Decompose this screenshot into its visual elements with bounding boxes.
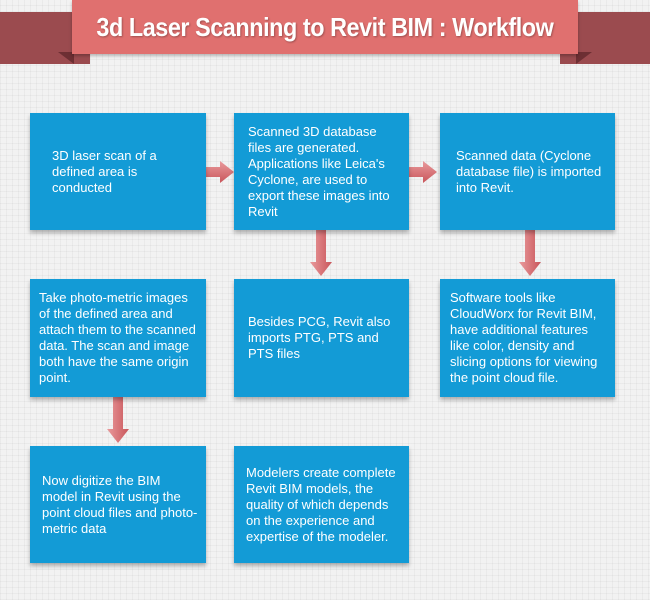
step-3-box: Scanned data (Cyclone database file) is … [440, 113, 615, 230]
step-4-text: Software tools like CloudWorx for Revit … [450, 290, 598, 385]
step-2-box: Scanned 3D database files are generated.… [234, 113, 409, 230]
step-2-text: Scanned 3D database files are generated.… [248, 123, 390, 219]
step-3-text: Scanned data (Cyclone database file) is … [456, 147, 602, 195]
title-banner: 3d Laser Scanning to Revit BIM : Workflo… [0, 0, 650, 66]
step-6-text: Take photo-metric images of the defined … [39, 290, 196, 385]
step-7-text: Now digitize the BIM model in Revit usin… [42, 472, 198, 536]
arrow-step2-to-step3 [409, 161, 437, 183]
step-7-box: Now digitize the BIM model in Revit usin… [30, 446, 206, 563]
step-6-box: Take photo-metric images of the defined … [30, 279, 206, 397]
step-5-box: Besides PCG, Revit also imports PTG, PTS… [234, 279, 409, 397]
page-title: 3d Laser Scanning to Revit BIM : Workflo… [96, 11, 554, 42]
arrow-step6-to-step7 [107, 397, 129, 443]
step-8-text: Modelers create complete Revit BIM model… [246, 464, 396, 544]
arrow-step3-to-step4 [519, 230, 541, 276]
step-1-text: 3D laser scan of a defined area is condu… [52, 147, 157, 195]
banner: 3d Laser Scanning to Revit BIM : Workflo… [72, 0, 578, 54]
step-4-box: Software tools like CloudWorx for Revit … [440, 279, 615, 397]
arrow-step2-to-step5 [310, 230, 332, 276]
step-1-box: 3D laser scan of a defined area is condu… [30, 113, 206, 230]
ribbon-fold-left [58, 52, 74, 64]
step-8-box: Modelers create complete Revit BIM model… [234, 446, 409, 563]
step-5-text: Besides PCG, Revit also imports PTG, PTS… [248, 314, 391, 361]
arrow-step1-to-step2 [206, 161, 234, 183]
ribbon-fold-right [576, 52, 592, 64]
